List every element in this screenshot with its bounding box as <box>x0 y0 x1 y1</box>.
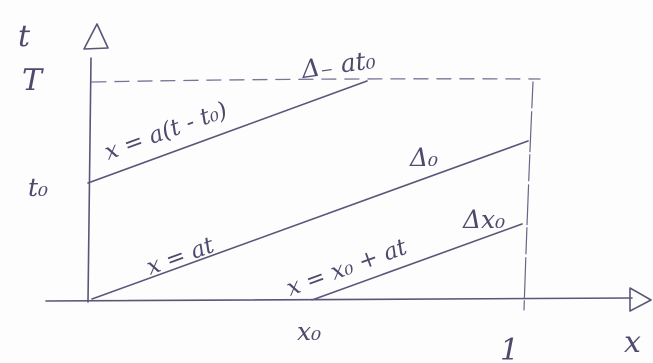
horizontal-axis <box>45 297 633 302</box>
region-label-shifted-t0: Δ₋ at₀ <box>299 45 377 84</box>
horizontal-axis-label: x <box>624 325 641 360</box>
vertical-axis <box>87 57 92 303</box>
vertical-axis-arrow <box>83 23 109 50</box>
line-shifted-t0 <box>87 80 368 184</box>
top-dashed-line <box>91 78 541 83</box>
x0-label: x₀ <box>297 317 321 346</box>
vertical-max-label: T <box>22 63 44 98</box>
line-shifted-x0 <box>311 223 523 301</box>
region-label-origin: Δ₀ <box>409 143 438 172</box>
equation-shifted-x0: x = x₀ + at <box>283 234 411 302</box>
right-end-label: 1 <box>500 333 519 363</box>
horizontal-axis-arrow <box>629 287 652 312</box>
line-origin <box>91 140 529 300</box>
vertical-axis-label: t <box>18 19 31 54</box>
equation-shifted-t0: x = a(t - t₀) <box>101 97 231 165</box>
equation-origin: x = at <box>143 232 218 281</box>
right-boundary-line <box>523 81 534 311</box>
t0-label: t₀ <box>28 173 48 202</box>
region-label-shifted-x0: Δx₀ <box>462 205 505 234</box>
